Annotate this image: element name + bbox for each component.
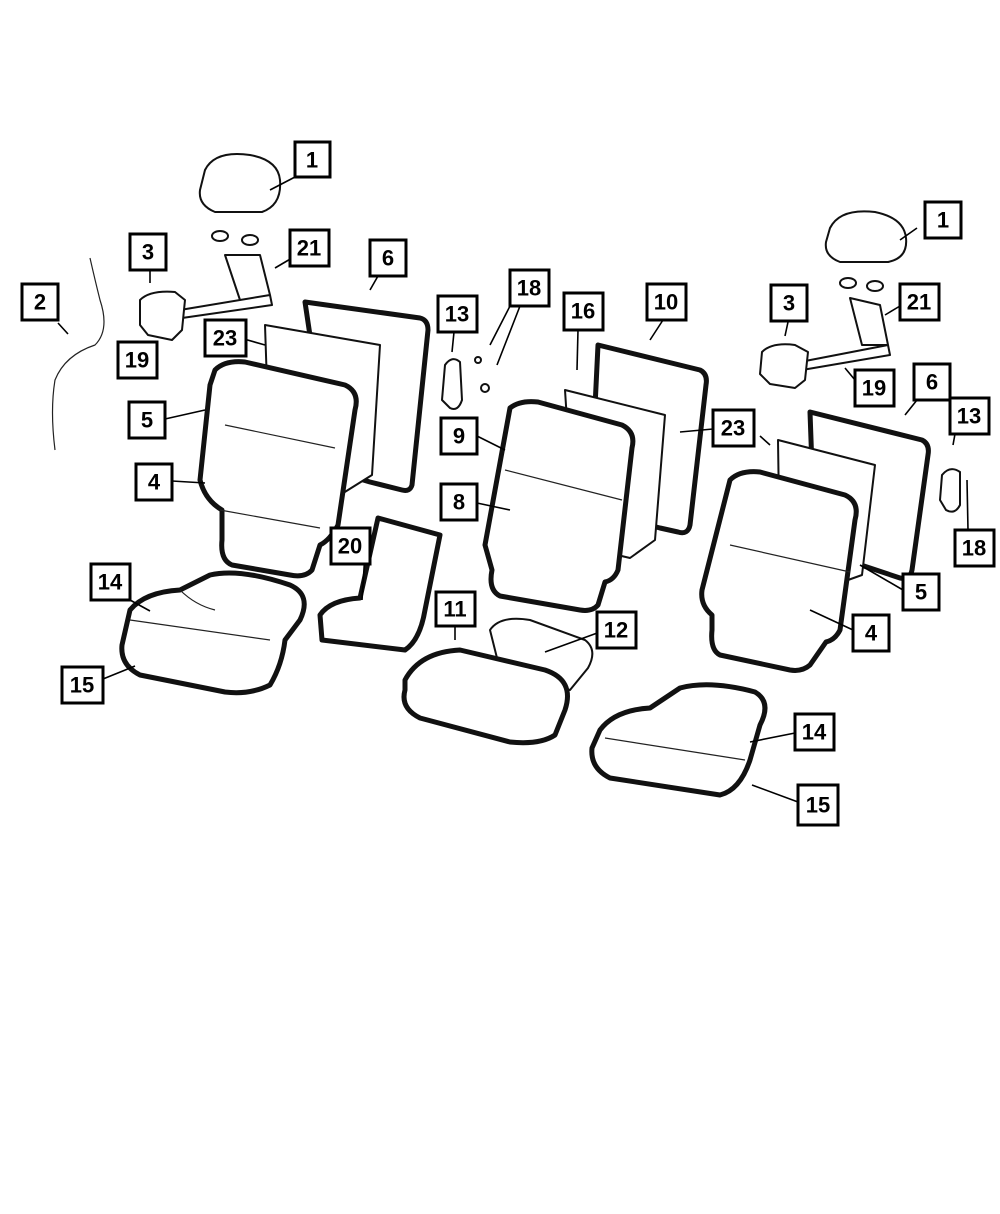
callout-4-label: 4 xyxy=(148,470,161,495)
leader-lines xyxy=(57,176,969,803)
callout-1-label: 1 xyxy=(937,208,949,233)
callout-1: 1 xyxy=(293,140,332,179)
callout-12: 12 xyxy=(595,610,638,650)
callout-6: 6 xyxy=(368,238,408,278)
callout-21-label: 21 xyxy=(907,290,931,315)
left-release-cable xyxy=(51,257,105,451)
callouts: 1 1 2 3 3 4 4 5 5 6 6 8 9 10 11 12 13 13… xyxy=(20,140,996,827)
callout-11: 11 xyxy=(434,590,477,628)
callout-23-label: 23 xyxy=(721,416,745,441)
right-headrest xyxy=(824,210,908,263)
callout-5-label: 5 xyxy=(915,580,927,605)
callout-2: 2 xyxy=(20,282,60,322)
callout-3: 3 xyxy=(128,232,168,272)
callout-10: 10 xyxy=(645,282,688,322)
left-hinge-bracket xyxy=(179,254,273,319)
left-headrest xyxy=(198,153,282,213)
callout-4: 4 xyxy=(134,462,174,502)
callout-18: 18 xyxy=(953,528,996,568)
left-headrest-guides xyxy=(211,230,259,246)
callout-2-label: 2 xyxy=(34,290,46,315)
left-seat-assembly xyxy=(51,153,443,696)
left-seat-cushion xyxy=(119,570,307,696)
right-latch xyxy=(759,343,809,389)
callout-9: 9 xyxy=(439,416,479,456)
callout-13: 13 xyxy=(436,294,479,334)
callout-15-label: 15 xyxy=(70,673,94,698)
callout-23: 23 xyxy=(711,408,756,448)
callout-23: 23 xyxy=(203,318,248,358)
callout-21: 21 xyxy=(288,228,331,268)
callout-15-label: 15 xyxy=(806,793,830,818)
callout-6-label: 6 xyxy=(382,246,394,271)
callout-8-label: 8 xyxy=(453,490,465,515)
right-seat-assembly xyxy=(589,210,961,798)
callout-1: 1 xyxy=(923,200,963,240)
callout-3-label: 3 xyxy=(783,291,795,316)
callout-21: 21 xyxy=(898,282,941,322)
center-headrest-bushing xyxy=(441,358,463,410)
callout-5: 5 xyxy=(127,400,167,440)
callout-12-label: 12 xyxy=(604,618,628,643)
callout-8: 8 xyxy=(439,482,479,522)
callout-13-label: 13 xyxy=(957,404,981,429)
callout-19: 19 xyxy=(853,368,896,408)
callout-14: 14 xyxy=(89,562,132,602)
center-armrest xyxy=(317,515,443,653)
callout-3: 3 xyxy=(769,283,809,323)
callout-4: 4 xyxy=(851,613,891,653)
callout-21-label: 21 xyxy=(297,236,321,261)
callout-13: 13 xyxy=(948,396,991,436)
callout-15: 15 xyxy=(60,665,105,705)
callout-18-label: 18 xyxy=(517,276,541,301)
callout-23-label: 23 xyxy=(213,326,237,351)
callout-19-label: 19 xyxy=(862,376,886,401)
callout-16: 16 xyxy=(562,291,605,332)
callout-18-label: 18 xyxy=(962,536,986,561)
callout-19-label: 19 xyxy=(125,348,149,373)
center-seat-assembly xyxy=(401,342,709,746)
callout-14: 14 xyxy=(793,712,836,752)
callout-9-label: 9 xyxy=(453,424,465,449)
right-seat-cushion xyxy=(589,682,768,798)
callout-5-label: 5 xyxy=(141,408,153,433)
callout-20-label: 20 xyxy=(338,534,362,559)
callout-4-label: 4 xyxy=(865,621,878,646)
left-latch xyxy=(139,290,186,341)
callout-3-label: 3 xyxy=(142,240,154,265)
callout-6: 6 xyxy=(912,362,952,402)
callout-1-label: 1 xyxy=(306,148,318,173)
callout-6-label: 6 xyxy=(926,370,938,395)
callout-10-label: 10 xyxy=(654,290,678,315)
callout-15: 15 xyxy=(796,783,840,827)
center-fasteners-18 xyxy=(474,356,490,393)
callout-14-label: 14 xyxy=(98,570,123,595)
right-hinge-bracket xyxy=(799,297,891,371)
callout-19: 19 xyxy=(116,340,159,380)
callout-14-label: 14 xyxy=(802,720,827,745)
callout-11-label: 11 xyxy=(443,597,466,622)
callout-18: 18 xyxy=(508,268,551,308)
right-seatback-cushion xyxy=(699,469,859,673)
callout-16-label: 16 xyxy=(571,299,595,324)
callout-5: 5 xyxy=(901,572,941,612)
center-seat-cushion xyxy=(401,647,570,746)
callout-13-label: 13 xyxy=(445,302,469,327)
right-headrest-guides xyxy=(839,277,884,292)
right-headrest-bushing xyxy=(939,468,961,513)
callout-20: 20 xyxy=(329,526,372,566)
center-seatback-cushion xyxy=(482,399,636,613)
